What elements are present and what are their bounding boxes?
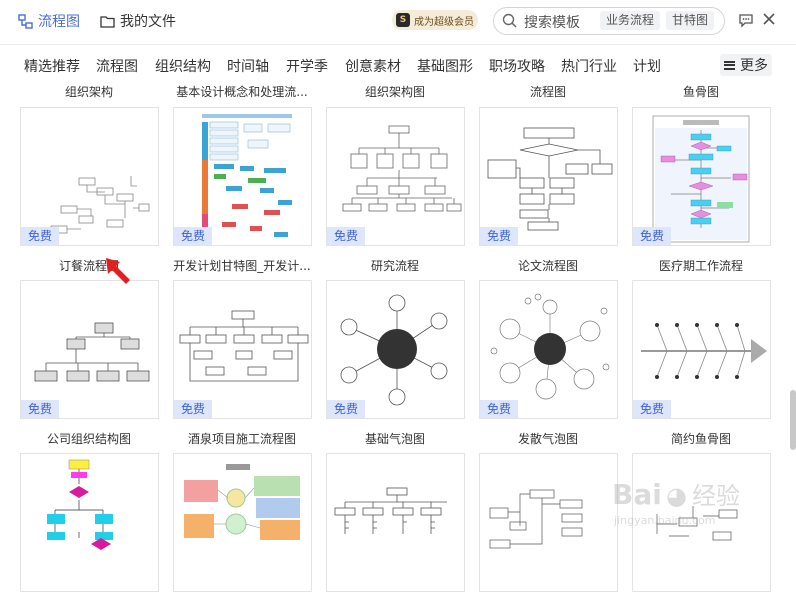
tab-flowchart-label: 流程图	[38, 14, 80, 30]
template-title[interactable]: 流程图	[529, 85, 566, 99]
free-badge: 免费	[633, 227, 671, 245]
template-card-ordering[interactable]: 免费	[20, 280, 159, 419]
template-card-company-org[interactable]	[20, 453, 159, 592]
free-badge: 免费	[480, 400, 518, 418]
template-title[interactable]: 基本设计概念和处理流...	[176, 85, 308, 99]
template-thumbnail	[179, 310, 309, 382]
category-creative[interactable]: 创意素材	[345, 59, 401, 75]
template-thumbnail	[656, 506, 738, 541]
template-card-flowchart[interactable]: 免费	[479, 107, 618, 246]
more-button[interactable]: 更多	[720, 54, 772, 76]
template-thumbnail	[342, 125, 462, 212]
svg-text:Bai: Bai	[612, 478, 662, 511]
template-card-gantt-plan[interactable]: 免费	[173, 280, 312, 419]
svg-text:jingyan.baidu.com: jingyan.baidu.com	[613, 514, 716, 527]
free-badge: 免费	[327, 400, 365, 418]
category-featured[interactable]: 精选推荐	[24, 59, 80, 75]
category-flowchart[interactable]: 流程图	[96, 59, 138, 75]
category-basic-shapes[interactable]: 基础图形	[417, 59, 473, 75]
template-card-divergent-bubble[interactable]	[479, 453, 618, 592]
menu-icon	[724, 60, 735, 70]
search-input[interactable]: 搜索模板	[524, 15, 580, 31]
template-thumbnail	[641, 323, 767, 379]
search-box[interactable]: 搜索模板 业务流程 甘特图	[493, 7, 725, 35]
top-bar: 流程图 我的文件 S 成为超级会员 搜索模板 业务流程 甘特图	[0, 0, 796, 45]
tab-my-files-label: 我的文件	[120, 14, 176, 30]
template-thumbnail	[34, 322, 150, 382]
flowchart-icon	[18, 13, 33, 29]
template-title[interactable]: 论文流程图	[517, 259, 578, 273]
template-thumbnail	[487, 127, 613, 231]
template-card-thesis[interactable]: 免费	[479, 280, 618, 419]
search-icon	[502, 13, 517, 28]
template-thumbnail	[340, 294, 448, 406]
template-title[interactable]: 简约鱼骨图	[670, 432, 731, 446]
vip-label: 成为超级会员	[414, 16, 474, 28]
category-plan[interactable]: 计划	[633, 59, 661, 75]
template-card-design[interactable]: 免费	[173, 107, 312, 246]
template-card-org-chart[interactable]: 免费	[326, 107, 465, 246]
vip-button[interactable]: S 成为超级会员	[392, 10, 478, 30]
template-thumbnail	[184, 464, 300, 540]
free-badge: 免费	[174, 227, 212, 245]
template-thumbnail	[652, 115, 750, 243]
free-badge: 免费	[21, 227, 59, 245]
pointer-arrow-icon	[106, 258, 130, 284]
template-thumbnail	[334, 487, 447, 534]
folder-icon	[100, 15, 115, 28]
template-card-construction[interactable]	[173, 453, 312, 592]
template-title[interactable]: 开发计划甘特图_开发计...	[173, 259, 311, 273]
template-title[interactable]: 组织架构	[64, 85, 113, 99]
template-title[interactable]: 基础气泡图	[364, 432, 425, 446]
close-icon[interactable]	[762, 12, 776, 26]
template-title[interactable]: 鱼骨图	[682, 85, 719, 99]
template-card-org[interactable]: 免费	[20, 107, 159, 246]
template-card-medical[interactable]: 免费	[632, 280, 771, 419]
template-thumbnail	[47, 459, 113, 550]
category-workplace[interactable]: 职场攻略	[489, 59, 545, 75]
more-label: 更多	[740, 58, 768, 74]
template-thumbnail	[202, 114, 292, 244]
category-timeline[interactable]: 时间轴	[227, 59, 269, 75]
free-badge: 免费	[327, 227, 365, 245]
template-card-basic-bubble[interactable]	[326, 453, 465, 592]
svg-text:◕: ◕	[666, 482, 687, 510]
category-org-structure[interactable]: 组织结构	[155, 59, 211, 75]
template-title[interactable]: 发散气泡图	[517, 432, 578, 446]
template-title[interactable]: 组织架构图	[364, 85, 425, 99]
category-hot-industry[interactable]: 热门行业	[561, 59, 617, 75]
svg-text:经验: 经验	[692, 482, 740, 510]
vip-icon: S	[396, 13, 410, 27]
template-thumbnail	[490, 293, 610, 400]
category-bar: 精选推荐 流程图 组织结构 时间轴 开学季 创意素材 基础图形 职场攻略 热门行…	[0, 54, 796, 76]
scrollbar-thumb[interactable]	[790, 390, 796, 450]
baidu-watermark-logo: Bai ◕ 经验 jingyan.baidu.com	[612, 478, 740, 527]
category-school-season[interactable]: 开学季	[286, 59, 328, 75]
tab-my-files[interactable]: 我的文件	[100, 10, 176, 32]
template-title[interactable]: 公司组织结构图	[46, 432, 131, 446]
template-thumbnail	[50, 176, 150, 234]
free-badge: 免费	[21, 400, 59, 418]
template-title[interactable]: 酒泉项目施工流程图	[187, 432, 296, 446]
template-title[interactable]: 医疗期工作流程	[658, 259, 743, 273]
free-badge: 免费	[633, 400, 671, 418]
tab-flowchart[interactable]: 流程图	[18, 10, 80, 32]
template-card-fishbone[interactable]: 免费	[632, 107, 771, 246]
search-chip-gantt[interactable]: 甘特图	[666, 11, 715, 30]
template-thumbnail	[489, 489, 583, 549]
free-badge: 免费	[174, 400, 212, 418]
search-chip-business-process[interactable]: 业务流程	[600, 11, 661, 30]
template-title[interactable]: 订餐流程图	[58, 259, 119, 273]
free-badge: 免费	[480, 227, 518, 245]
template-title[interactable]: 研究流程	[370, 259, 419, 273]
chat-icon[interactable]	[738, 12, 754, 28]
template-card-research[interactable]: 免费	[326, 280, 465, 419]
